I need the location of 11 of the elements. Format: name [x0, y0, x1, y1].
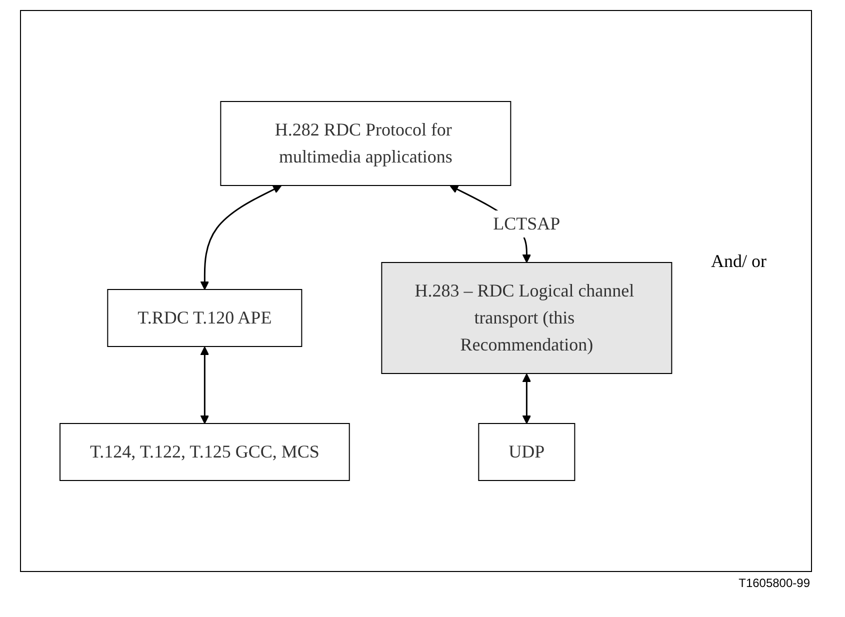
node-box: T.RDC T.120 APE: [107, 289, 302, 347]
edge-label: LCTSAP: [493, 214, 560, 234]
note-text: And/ or: [711, 251, 768, 272]
node-box: T.124, T.122, T.125 GCC, MCS: [60, 423, 350, 481]
arrow: [522, 374, 532, 424]
node-box: H.283 – RDC Logical channel transport (this Recommendation): [381, 262, 672, 374]
node-box: UDP: [478, 423, 576, 481]
arrow: [200, 346, 210, 424]
arrow: [200, 185, 282, 290]
node-box: H.282 RDC Protocol for multimedia applications: [220, 101, 512, 186]
figure-code: T1605800-99: [738, 576, 810, 590]
